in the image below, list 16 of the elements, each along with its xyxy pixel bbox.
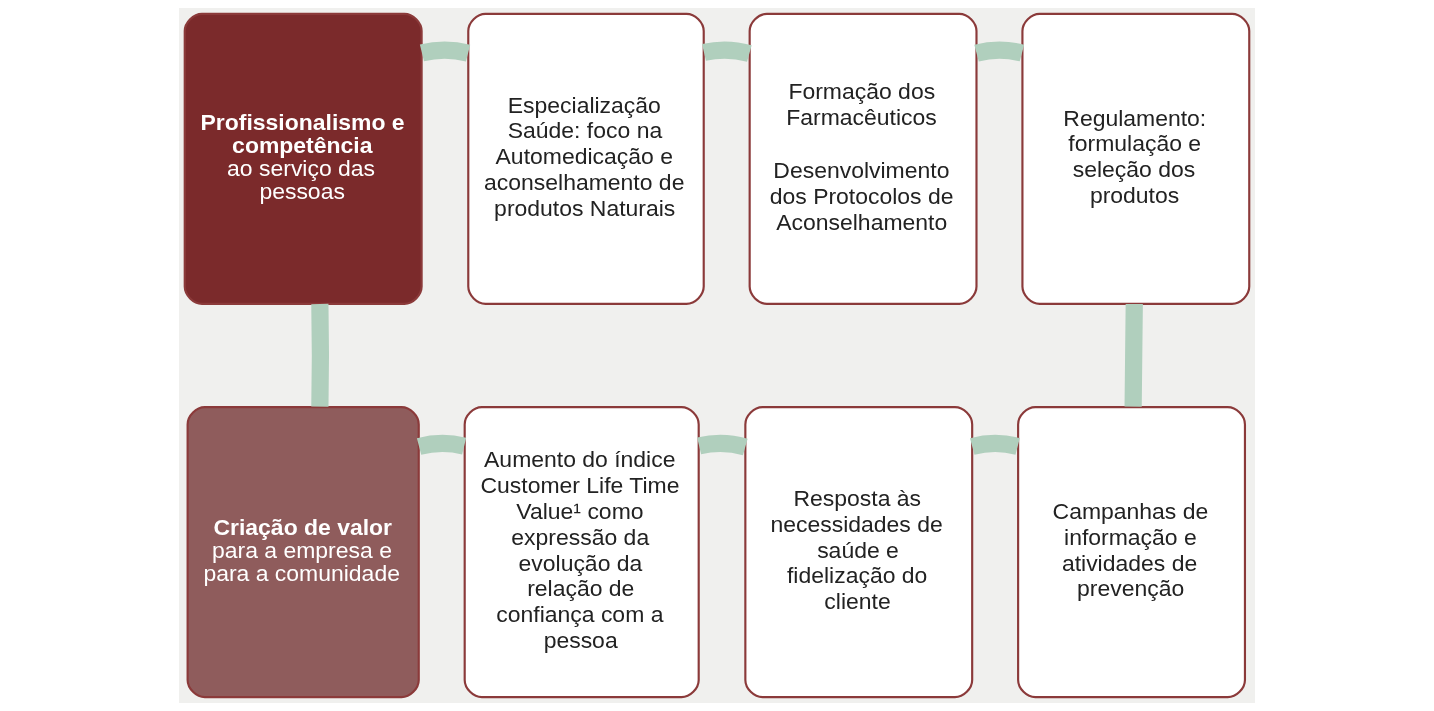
node-box: Criação de valor para a empresa e para a comunidade [186, 406, 420, 699]
node-box: Campanhas de informação e atividades de prevenção [1017, 406, 1247, 699]
connector [702, 41, 752, 62]
node-box: Profissionalismo e competência ao serviço das pessoas [183, 12, 423, 305]
connector [417, 434, 466, 455]
node-box: Regulamento: formulação e seleção dos produtos [1021, 12, 1251, 305]
node-box: Aumento do índice Customer Life Time Value¹ como expressão da evolução da relação de confiança com a pessoa [463, 406, 700, 699]
node-box: Resposta às necessidades de saúde e fidelização do cliente [744, 406, 974, 699]
connector [697, 434, 748, 456]
node-box: Formação dos Farmacêuticos Desenvolvimento dos Protocolos de Aconselhamento [748, 12, 978, 305]
connector [420, 41, 471, 62]
connector [970, 434, 1020, 455]
connector [311, 303, 330, 407]
connector [1124, 303, 1143, 407]
node-box: Especialização Saúde: foco na Automedicação e aconselhamento de produtos Naturais [467, 12, 705, 305]
connector [974, 41, 1024, 62]
